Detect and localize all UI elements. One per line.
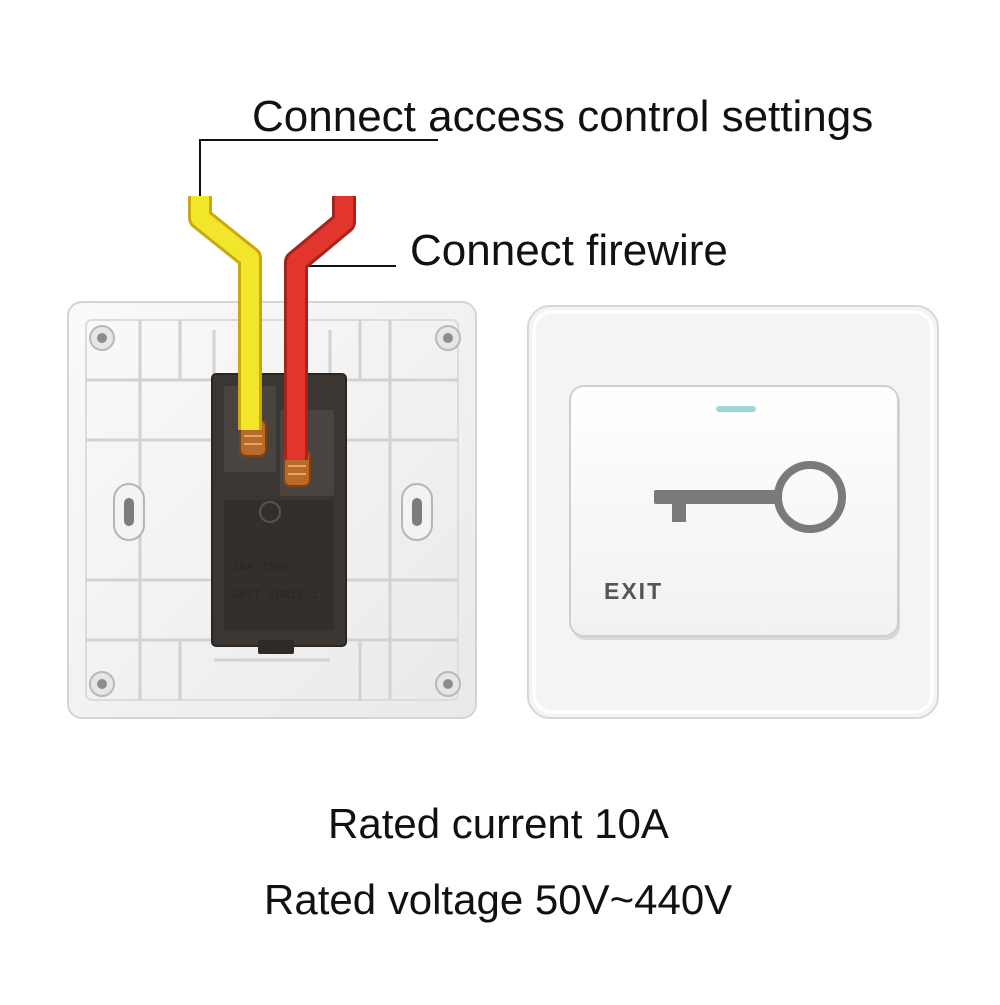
- terminal-marking-standard: GB/T 16915.1: [232, 588, 319, 602]
- terminal-block: [211, 373, 347, 654]
- terminal-marking-rating: 10A 250V~: [232, 560, 297, 574]
- indicator-light: [716, 406, 756, 412]
- wire-access-control: [188, 196, 262, 430]
- leader-line-access: [199, 139, 438, 196]
- label-rated-voltage: Rated voltage 50V~440V: [264, 876, 733, 923]
- label-rated-current: Rated current 10A: [328, 800, 669, 847]
- label-access-control: Connect access control settings: [252, 92, 874, 141]
- exit-label: EXIT: [604, 578, 664, 604]
- key-icon: [654, 461, 846, 533]
- label-firewire: Connect firewire: [410, 226, 728, 275]
- wire-firewire: [284, 196, 356, 460]
- exit-button: [569, 385, 900, 640]
